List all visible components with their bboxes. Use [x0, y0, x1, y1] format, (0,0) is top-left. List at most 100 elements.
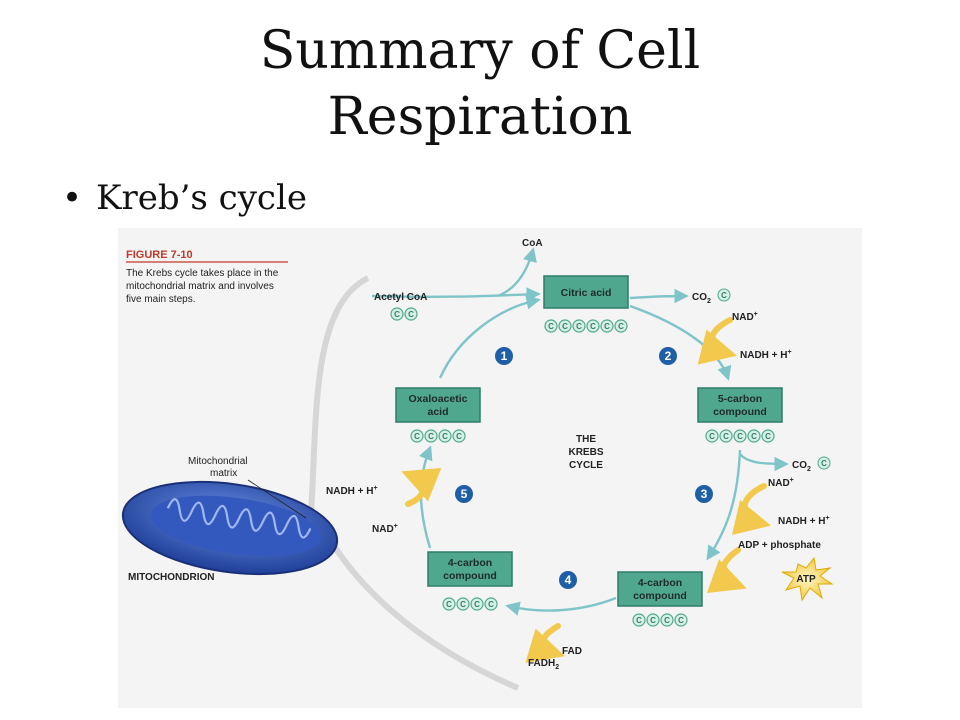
carbon-atom-letter: C	[664, 616, 670, 625]
step-2-circle	[659, 347, 677, 365]
mitochondrion: MITOCHONDRION Mitochondrial matrix	[121, 456, 339, 583]
nad-a-label: NAD+	[732, 311, 758, 323]
nadh-c-label: NADH + H+	[326, 485, 378, 497]
bullet-dot: •	[62, 178, 83, 218]
co2-a-carbon	[717, 288, 731, 302]
step-5-number: 5	[461, 487, 468, 501]
step-5-circle	[455, 485, 473, 503]
zoom-line-upper	[307, 275, 370, 529]
carbon-atom-letter: C	[408, 310, 414, 319]
adp-label: ADP + phosphate	[738, 540, 821, 551]
carbon-atom-letter: C	[474, 600, 480, 609]
step-2-number: 2	[665, 349, 672, 363]
carbon-atom-letter: C	[394, 310, 400, 319]
carbon-atom	[705, 429, 719, 443]
five-carbon-box	[697, 387, 783, 423]
cycle-center-label: THE KREBS CYCLE	[568, 434, 603, 471]
four-carbon-left-label-1: 4-carbon	[448, 557, 492, 569]
carbon-atom-letter: C	[414, 432, 420, 441]
carbon-atom-letter: C	[428, 432, 434, 441]
co2-b-carbon	[817, 456, 831, 470]
carbon-atom-letter: C	[548, 322, 554, 331]
nad-b-label: NAD+	[768, 477, 794, 489]
carbon-atom	[600, 319, 614, 333]
cristae	[166, 498, 312, 539]
figure-label: FIGURE 7-10	[126, 249, 193, 261]
bullet-item: • Kreb’s cycle	[62, 178, 307, 218]
matrix-label-line-2: matrix	[210, 468, 237, 479]
arrow-acetyl-in	[371, 287, 541, 302]
cofactor-arrows	[401, 317, 772, 663]
carbon-atom	[586, 319, 600, 333]
carbon-atom	[390, 307, 404, 321]
step-1-number: 1	[501, 349, 508, 363]
carbon-atom	[660, 613, 674, 627]
carbon-atom-letter: C	[442, 432, 448, 441]
coa-label: CoA	[522, 238, 543, 249]
mitochondrion-label: MITOCHONDRION	[128, 572, 214, 583]
carbon-atom	[614, 319, 628, 333]
carbon-atom-letter: C	[678, 616, 684, 625]
figure-caption: FIGURE 7-10 The Krebs cycle takes place …	[126, 249, 288, 305]
carbon-atom	[544, 319, 558, 333]
carbon-atom	[761, 429, 775, 443]
four-carbon-right-box	[617, 571, 703, 607]
four-carbon-right-label-1: 4-carbon	[638, 577, 682, 589]
carbon-atom-letter: C	[488, 600, 494, 609]
center-line-3: CYCLE	[569, 460, 603, 471]
co2-output-a: CO2 C	[692, 288, 731, 305]
mitochondrion-inner	[150, 495, 322, 557]
carbon-atom	[674, 613, 688, 627]
oxaloacetic-label-1: Oxaloacetic	[409, 393, 468, 405]
carbon-atom-letter: C	[562, 322, 568, 331]
caption-line-1: The Krebs cycle takes place in the	[126, 268, 279, 279]
krebs-cycle-diagram: FIGURE 7-10 The Krebs cycle takes place …	[118, 228, 862, 708]
carbon-atom-letter: C	[576, 322, 582, 331]
co2-a-carbon-letter: C	[721, 291, 727, 300]
atp-burst: ATP	[781, 556, 834, 602]
arrow-oxaloacetic-to-citric	[438, 295, 541, 379]
co2-b-label: CO2	[792, 460, 811, 473]
step-1-circle	[495, 347, 513, 365]
acetyl-coa-label: Acetyl CoA	[374, 292, 427, 303]
carbon-atom	[719, 429, 733, 443]
caption-line-3: five main steps.	[126, 294, 195, 305]
carbon-atom	[456, 597, 470, 611]
carbon-atom	[424, 429, 438, 443]
step-4-circle	[559, 571, 577, 589]
step-3-circle	[695, 485, 713, 503]
arrow-citric-to-5c	[629, 304, 732, 381]
co2-a-label: CO2	[692, 292, 711, 305]
nad-arrow-a	[697, 317, 737, 365]
carbon-atom	[410, 429, 424, 443]
nad-arrow-b	[731, 483, 772, 536]
citric-box	[543, 275, 629, 309]
center-line-1: THE	[576, 434, 596, 445]
step-4-number: 4	[565, 573, 572, 587]
carbon-atom	[747, 429, 761, 443]
carbon-atom-letter: C	[723, 432, 729, 441]
adp-arrow	[706, 547, 747, 594]
center-line-2: KREBS	[568, 447, 603, 458]
bullet-text: Kreb’s cycle	[96, 178, 307, 218]
title-line-1: Summary of Cell	[259, 21, 701, 81]
carbon-atom	[572, 319, 586, 333]
five-carbon-label-1: 5-carbon	[718, 393, 762, 405]
arrow-coa-out	[497, 247, 537, 298]
caption-line-2: mitochondrial matrix and involves	[126, 281, 274, 292]
four-carbon-right-label-2: compound	[633, 590, 687, 602]
carbon-atom	[632, 613, 646, 627]
carbon-atom-letter: C	[446, 600, 452, 609]
oxaloacetic-box	[395, 387, 481, 423]
cofactor-labels: NAD+ NADH + H+ NAD+ NADH + H+ ADP + phos…	[326, 311, 830, 671]
nad-c-label: NAD+	[372, 523, 398, 535]
carbon-atom	[484, 597, 498, 611]
four-carbon-left-label-2: compound	[443, 570, 497, 582]
